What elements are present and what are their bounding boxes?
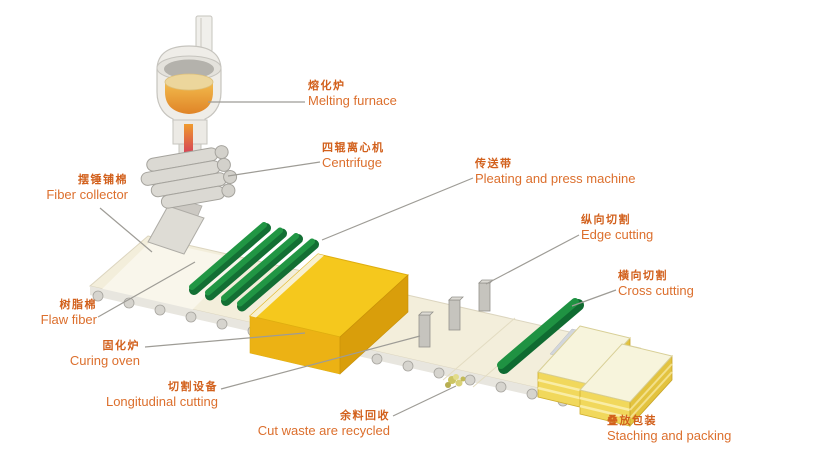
label-edge-cutting: 纵向切割 Edge cutting xyxy=(581,214,653,242)
label-pleating-press-zh: 传送带 xyxy=(475,158,513,170)
label-melting-furnace: 熔化炉 Melting furnace xyxy=(308,80,397,108)
label-melting-furnace-en: Melting furnace xyxy=(308,93,397,108)
label-fiber-collector-en: Fiber collector xyxy=(46,187,128,202)
label-centrifuge-zh: 四辊离心机 xyxy=(322,142,385,154)
label-edge-cutting-en: Edge cutting xyxy=(581,227,654,242)
label-stacking-packing: 叠放包装 Staching and packing xyxy=(607,415,731,443)
fiber-chute xyxy=(147,197,205,255)
label-curing-oven-zh: 固化炉 xyxy=(102,340,140,352)
label-longitudinal-cutting-zh: 切割设备 xyxy=(168,381,218,393)
label-flaw-fiber-zh: 树脂棉 xyxy=(59,299,97,311)
label-curing-oven: 固化炉 Curing oven xyxy=(70,340,140,368)
leader-lines xyxy=(97,101,617,417)
label-pleating-press-en: Pleating and press machine xyxy=(475,171,636,186)
melting-furnace xyxy=(156,15,222,172)
label-cut-waste: 余料回收 Cut waste are recycled xyxy=(258,410,390,438)
melt-stream xyxy=(184,124,193,172)
label-longitudinal-cutting: 切割设备 Longitudinal cutting xyxy=(106,381,218,409)
label-cut-waste-zh: 余料回收 xyxy=(340,410,390,422)
edge-cutting-saws xyxy=(418,279,494,348)
label-curing-oven-en: Curing oven xyxy=(69,353,140,368)
label-stacking-packing-zh: 叠放包装 xyxy=(607,415,657,427)
label-fiber-collector-zh: 摆锤铺棉 xyxy=(78,174,128,186)
label-centrifuge: 四辊离心机 Centrifuge xyxy=(322,142,385,170)
molten-material xyxy=(165,82,213,114)
label-cross-cutting-en: Cross cutting xyxy=(618,283,694,298)
cross-cutting-bar xyxy=(497,298,584,374)
label-cross-cutting: 横向切割 Cross cutting xyxy=(618,270,694,298)
label-longitudinal-cutting-en: Longitudinal cutting xyxy=(105,394,218,409)
curing-oven xyxy=(248,253,410,375)
label-cut-waste-en: Cut waste are recycled xyxy=(257,423,390,438)
product-stacks xyxy=(537,325,673,428)
label-melting-furnace-zh: 熔化炉 xyxy=(308,80,346,92)
label-centrifuge-en: Centrifuge xyxy=(322,155,382,170)
centrifuge-rollers xyxy=(140,145,238,209)
pleating-press-rollers xyxy=(189,222,319,312)
label-fiber-collector: 摆锤铺棉 Fiber collector xyxy=(46,174,128,202)
label-flaw-fiber: 树脂棉 Flaw fiber xyxy=(41,299,97,327)
label-edge-cutting-zh: 纵向切割 xyxy=(581,214,631,226)
label-flaw-fiber-en: Flaw fiber xyxy=(40,312,97,327)
label-pleating-press: 传送带 Pleating and press machine xyxy=(475,158,635,186)
waste-clump xyxy=(445,374,466,388)
label-cross-cutting-zh: 横向切割 xyxy=(618,270,668,282)
label-stacking-packing-en: Staching and packing xyxy=(607,428,732,443)
